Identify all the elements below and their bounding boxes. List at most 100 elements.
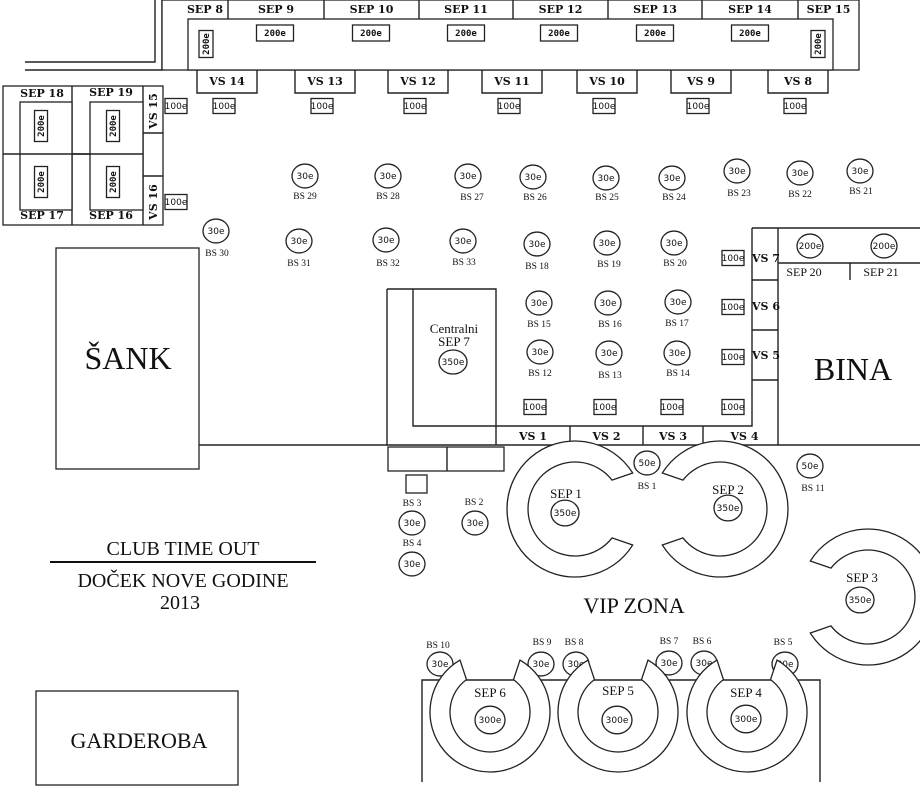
bar-stool-label: BS 15 — [527, 320, 551, 330]
bar-stool-label: BS 29 — [293, 192, 317, 202]
price-label: 30e — [661, 659, 678, 669]
price-label: 30e — [208, 227, 225, 237]
price-label: 30e — [792, 169, 809, 179]
round-table — [550, 499, 580, 527]
price-label: 100e — [784, 102, 807, 112]
round-table — [592, 165, 620, 191]
price-tag — [164, 97, 188, 115]
bar-stool-label: BS 26 — [523, 193, 547, 203]
price-label: 30e — [729, 167, 746, 177]
round-table — [786, 160, 814, 186]
bar-stool-bs-2[interactable]: 30e BS 2 — [461, 498, 489, 536]
bar-stool-label: BS 13 — [598, 371, 622, 381]
bar-stool-label: BS 19 — [597, 260, 621, 270]
price-label: 30e — [531, 299, 548, 309]
bar-area[interactable]: ŠANK — [55, 247, 200, 470]
bar-stool-bs-15[interactable]: 30e BS 15 — [525, 290, 553, 330]
bar-stool-label: BS 28 — [376, 192, 400, 202]
separe-label: SEP 5 — [602, 683, 634, 698]
price-label: 30e — [467, 519, 484, 529]
vip-seat-label: VS 1 — [518, 430, 547, 443]
price-tag — [660, 398, 684, 416]
price-label: 350e — [717, 504, 740, 514]
cloakroom-area[interactable]: GARDEROBA — [35, 690, 239, 786]
price-tag — [721, 249, 745, 267]
central-price: 350e — [442, 358, 465, 368]
central-separe[interactable]: Centralni SEP 7 350e — [430, 321, 479, 375]
price-label: 100e — [687, 102, 710, 112]
separe-label: SEP 4 — [730, 685, 762, 700]
bar-stool-label: BS 17 — [665, 319, 689, 329]
price-label: 30e — [378, 236, 395, 246]
price-tag — [497, 97, 521, 115]
bar-stool-label: BS 2 — [465, 498, 484, 508]
round-table — [730, 704, 762, 734]
vip-seat-label: VS 6 — [751, 300, 780, 313]
title-event: DOČEK NOVE GODINE — [77, 568, 288, 592]
